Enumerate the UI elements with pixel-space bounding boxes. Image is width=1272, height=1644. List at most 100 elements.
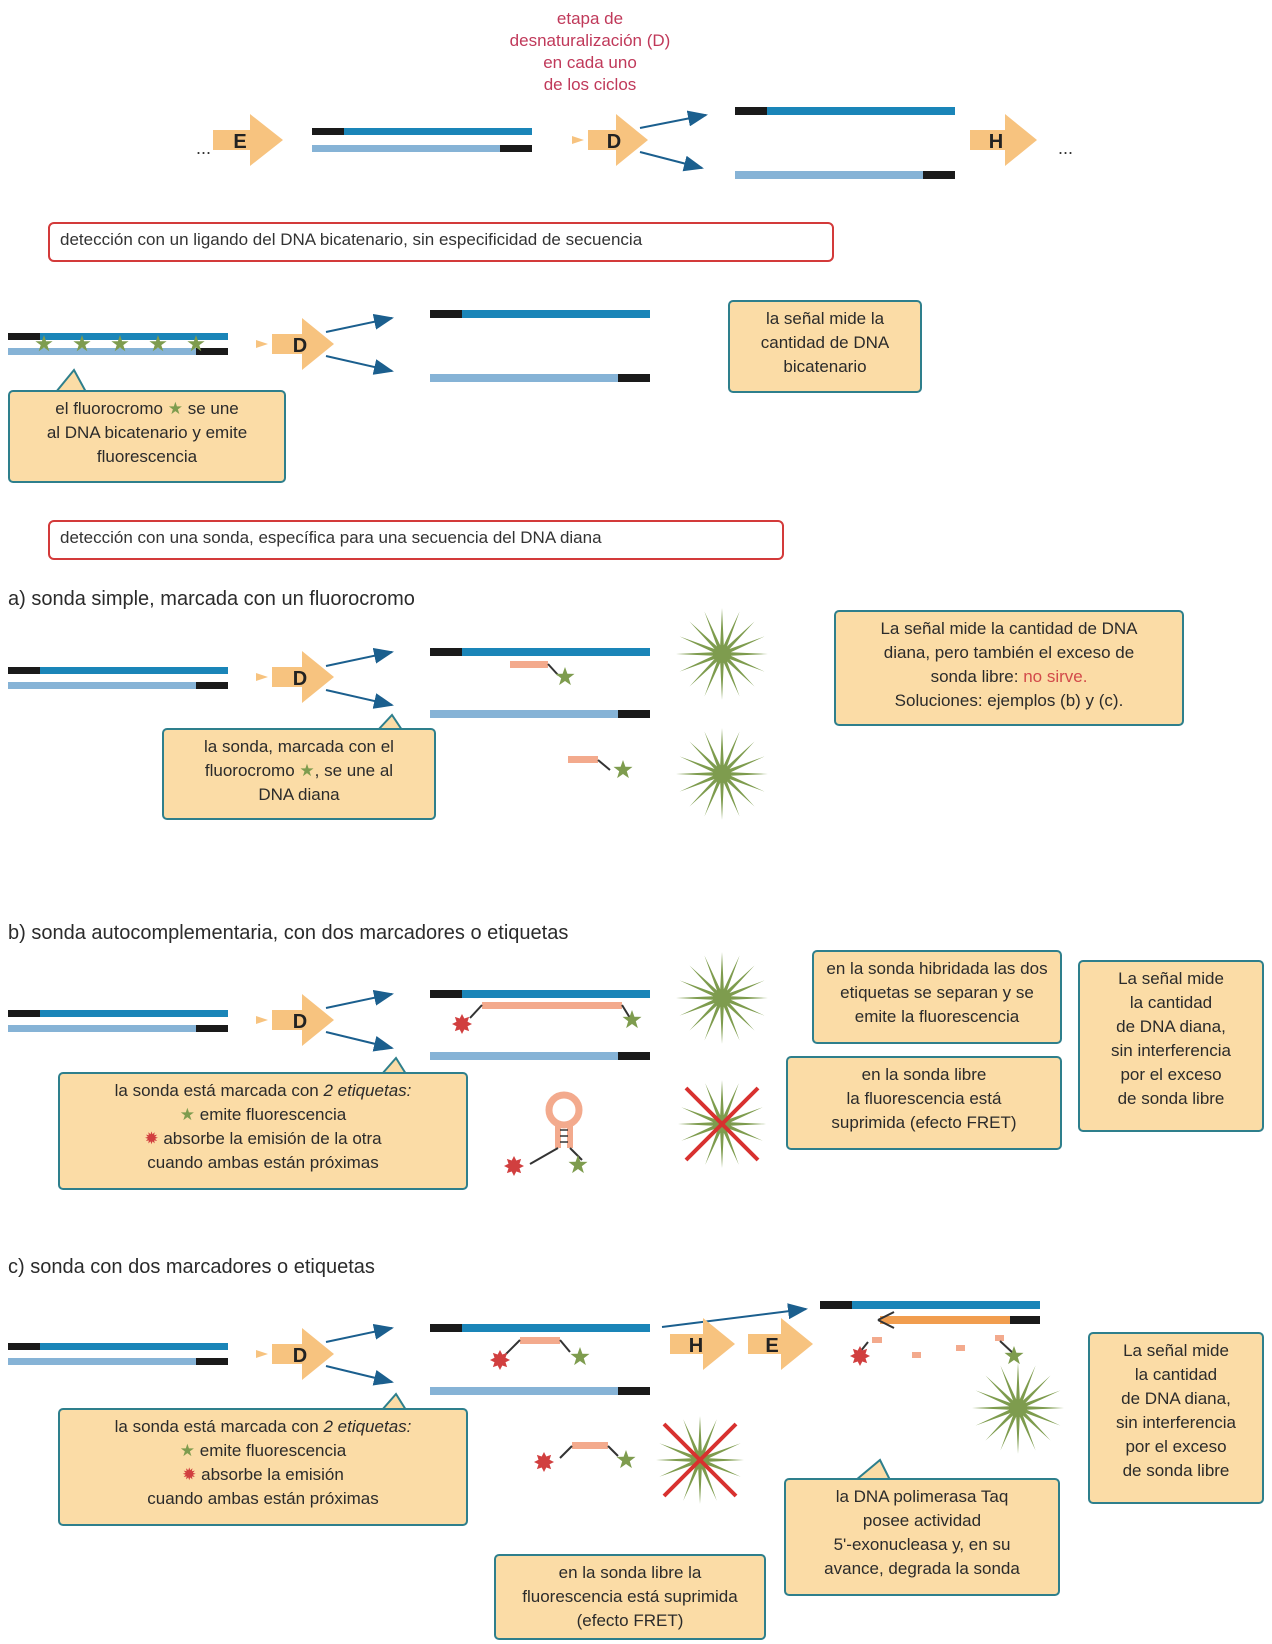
probe-bound-b bbox=[482, 1002, 622, 1009]
arrow-D-s1: D bbox=[272, 318, 334, 370]
quencher-icon bbox=[504, 1156, 524, 1176]
svg-text:D: D bbox=[293, 335, 307, 357]
svg-text:D: D bbox=[607, 131, 621, 153]
small-arrowhead-s1 bbox=[256, 340, 268, 348]
svg-text:D: D bbox=[293, 668, 307, 690]
title-b: b) sonda autocomplementaria, con dos mar… bbox=[8, 922, 569, 944]
arrow-H-c: H bbox=[670, 1318, 735, 1370]
strand-c-light bbox=[430, 1387, 650, 1395]
note-free-c: en la sonda libre la fluorescencia está … bbox=[494, 1554, 766, 1640]
fluorescence-burst-icon bbox=[676, 728, 768, 820]
note-signal-c: La señal mide la cantidad de DNA diana, … bbox=[1088, 1332, 1264, 1504]
arrow-D-b: D bbox=[272, 994, 334, 1046]
star-icon: ★ bbox=[179, 1105, 196, 1124]
arrow-D-a: D bbox=[272, 651, 334, 703]
dye-star-icon bbox=[111, 335, 129, 352]
quencher-icon bbox=[452, 1014, 472, 1034]
strand-b-light bbox=[430, 1052, 650, 1060]
fluorophore-star-icon bbox=[570, 1347, 590, 1366]
target-strand-b bbox=[430, 990, 650, 998]
denaturation-label: etapa de desnaturalización (D) en cada u… bbox=[509, 9, 671, 94]
arrow-D-c: D bbox=[272, 1328, 334, 1380]
title-c: c) sonda con dos marcadores o etiquetas bbox=[8, 1256, 375, 1278]
dye-star-icon bbox=[187, 335, 205, 352]
note-taq: la DNA polimerasa Taq posee actividad 5'… bbox=[784, 1478, 1060, 1596]
probe-free-a bbox=[568, 756, 598, 763]
svg-text:D: D bbox=[293, 1011, 307, 1033]
strands-s1 bbox=[430, 310, 650, 382]
quencher-icon: ✹ bbox=[182, 1465, 197, 1484]
star-icon: ★ bbox=[299, 761, 315, 780]
small-arrowhead-b bbox=[256, 1016, 268, 1024]
fluorophore-star-icon bbox=[1004, 1346, 1024, 1365]
dsdna-c bbox=[8, 1343, 228, 1365]
fluorescence-burst-icon bbox=[676, 952, 768, 1044]
heading-probe-detection: detección con una sonda, específica para… bbox=[48, 520, 784, 560]
fluorophore-star-icon bbox=[616, 1450, 636, 1469]
dna-duplex-top bbox=[312, 128, 532, 152]
dye-star-icon bbox=[73, 335, 91, 352]
fluorophore-star-icon bbox=[613, 760, 633, 779]
callout-probe-c: la sonda está marcada con 2 etiquetas: ★… bbox=[58, 1408, 468, 1526]
arrow-D-top: D bbox=[588, 114, 648, 166]
ellipsis-left: ... bbox=[196, 138, 211, 158]
callout-pointer-s1 bbox=[53, 368, 88, 393]
callout-fluorochrome: el fluorocromo ★ se une al DNA bicatenar… bbox=[8, 390, 286, 483]
quencher-icon bbox=[490, 1350, 510, 1370]
target-strand-c bbox=[430, 1324, 650, 1332]
arrow-H-top: H bbox=[970, 114, 1037, 166]
probe-bound-c bbox=[520, 1337, 560, 1344]
probe-fragments bbox=[859, 1335, 1015, 1358]
probe-bound-a bbox=[510, 661, 548, 668]
svg-text:E: E bbox=[233, 131, 246, 153]
cross-icon bbox=[662, 1422, 738, 1498]
fluorescence-bursts bbox=[676, 608, 1064, 1454]
dye-star-icon bbox=[35, 335, 53, 352]
heading-ligand-detection: detección con un ligando del DNA bicaten… bbox=[48, 222, 834, 262]
arrow-E-c: E bbox=[748, 1318, 813, 1370]
fluorophore-star-icon bbox=[622, 1010, 642, 1029]
extension-strand-c bbox=[820, 1301, 1040, 1329]
dye-star-icon bbox=[149, 335, 167, 352]
suppressed-marks bbox=[656, 1080, 766, 1504]
strand-a-light bbox=[430, 710, 650, 718]
quencher-icon bbox=[850, 1346, 870, 1366]
hairpin-probe bbox=[529, 1091, 583, 1165]
fluorescence-burst-icon bbox=[676, 608, 768, 700]
title-a: a) sonda simple, marcada con un fluorocr… bbox=[8, 588, 415, 610]
note-free-b: en la sonda libre la fluorescencia está … bbox=[786, 1056, 1062, 1150]
quenchers bbox=[452, 1014, 870, 1472]
svg-text:D: D bbox=[293, 1345, 307, 1367]
callout-probe-a: la sonda, marcada con el fluorocromo ★, … bbox=[162, 728, 436, 820]
fluorophore-star-icon bbox=[555, 667, 575, 686]
note-signal-b: La señal mide la cantidad de DNA diana, … bbox=[1078, 960, 1264, 1132]
fluorophore-star-icon bbox=[568, 1155, 588, 1174]
ellipsis-right: ... bbox=[1058, 138, 1073, 158]
svg-text:H: H bbox=[689, 1335, 703, 1357]
callout-probe-b: la sonda está marcada con 2 etiquetas: ★… bbox=[58, 1072, 468, 1190]
strands-top-separated bbox=[735, 107, 955, 179]
svg-text:E: E bbox=[765, 1335, 778, 1357]
star-icon: ★ bbox=[167, 399, 183, 418]
star-icon: ★ bbox=[179, 1441, 196, 1460]
quencher-icon: ✹ bbox=[144, 1129, 159, 1148]
fluorescence-burst-icon bbox=[972, 1362, 1064, 1454]
small-arrowhead-a bbox=[256, 673, 268, 681]
small-arrowhead-c bbox=[256, 1350, 268, 1358]
quencher-icon bbox=[534, 1452, 554, 1472]
arrow-E-top: E bbox=[213, 114, 283, 166]
note-signal-dsdna: la señal mide la cantidad de DNA bicaten… bbox=[728, 300, 922, 393]
svg-text:H: H bbox=[989, 131, 1003, 153]
note-hybrid-b: en la sonda hibridada las dos etiquetas … bbox=[812, 950, 1062, 1044]
fluorophore-stars bbox=[555, 667, 1024, 1469]
dsdna-b bbox=[8, 1010, 228, 1032]
probe-free-c bbox=[572, 1442, 608, 1449]
target-strand-a bbox=[430, 648, 650, 656]
small-arrowhead-top bbox=[572, 136, 584, 144]
dye-stars bbox=[35, 335, 205, 352]
note-signal-a: La señal mide la cantidad de DNA diana, … bbox=[834, 610, 1184, 726]
dsdna-a bbox=[8, 667, 228, 689]
callout-pointer-taq bbox=[853, 1458, 892, 1481]
cross-icon bbox=[684, 1086, 760, 1162]
